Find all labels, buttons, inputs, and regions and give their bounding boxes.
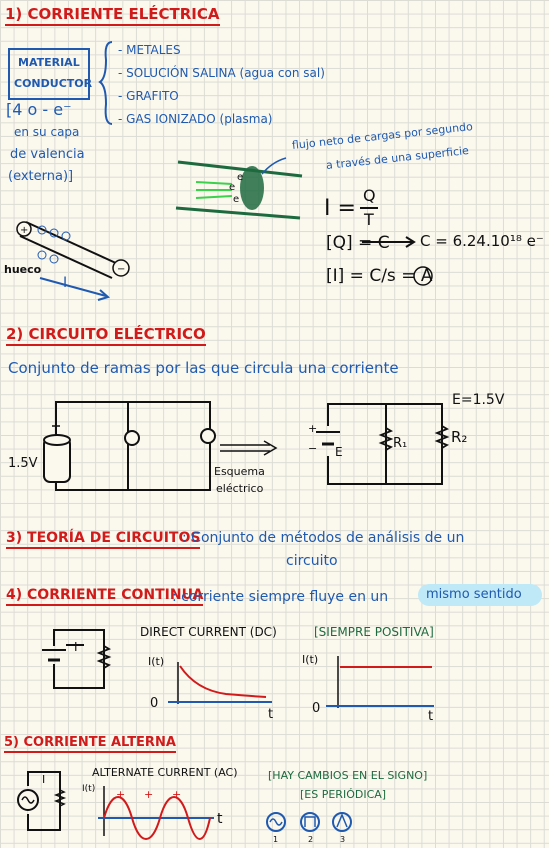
list-bracket xyxy=(98,41,113,125)
svg-text:+: + xyxy=(172,788,181,801)
formula-numerator: Q xyxy=(363,186,376,205)
svg-text:−: − xyxy=(308,442,317,455)
scheme-label: eléctrico xyxy=(216,482,264,495)
section-1-title: 1) CORRIENTE ELÉCTRICA xyxy=(5,7,220,26)
dc-axis-y: I(t) xyxy=(148,655,165,668)
dc-label: DIRECT CURRENT (DC) xyxy=(140,625,277,639)
ac-label: ALTERNATE CURRENT (AC) xyxy=(92,766,238,779)
formula-denominator: T xyxy=(364,210,374,229)
ac-note: [ES PERIÓDICA] xyxy=(300,788,387,801)
ac-current-label: I xyxy=(42,773,46,786)
hole-label: hueco xyxy=(4,263,42,276)
unit-charge: [Q] = C xyxy=(326,233,390,253)
valence-note: (externa)] xyxy=(8,169,74,184)
dc-axis-x: t xyxy=(268,707,274,722)
dc-origin: 0 xyxy=(150,696,159,711)
ac-circuit-drawing xyxy=(17,771,67,831)
schematic-circuit xyxy=(316,403,450,485)
section-5-title: 5) CORRIENTE ALTERNA xyxy=(4,736,176,753)
scheme-label: Esquema xyxy=(214,465,265,478)
fraction-bar xyxy=(360,207,378,209)
svg-text:−: − xyxy=(117,264,125,275)
valence-note: [4 o - e⁻ xyxy=(6,100,72,119)
dc-definition: : corriente siempre fluye en un xyxy=(172,589,389,605)
highlight-marker xyxy=(418,584,542,606)
electron-label: e xyxy=(229,182,235,193)
resistor-2-label: R₂ xyxy=(451,428,468,446)
dc-current-label: I xyxy=(74,640,78,654)
svg-text:+: + xyxy=(20,225,28,236)
valence-note: en su capa xyxy=(14,125,80,139)
svg-text:+: + xyxy=(308,422,317,435)
circuit-theory-definition: : Conjunto de métodos de análisis de un xyxy=(182,530,465,546)
circuit-definition: Conjunto de ramas por las que circula un… xyxy=(8,359,399,377)
electron-label: e xyxy=(233,194,239,205)
symbol-number: 3 xyxy=(340,835,346,844)
ac-symbols xyxy=(266,812,352,832)
dc-axis-y: I(t) xyxy=(302,653,319,666)
dc-circuit-drawing xyxy=(42,629,112,689)
electron-label: e xyxy=(237,172,243,183)
ac-axis-y: I(t) xyxy=(82,784,96,794)
battery-voltage: 1.5V xyxy=(8,456,38,471)
symbol-number: 1 xyxy=(273,835,279,844)
section-2-title: 2) CIRCUITO ELÉCTRICO xyxy=(6,327,206,346)
material-label: MATERIAL xyxy=(18,56,80,69)
material-conductor-box: MATERIAL CONDUCTOR xyxy=(8,48,93,100)
conductor-list-item: - GRAFITO xyxy=(118,89,179,103)
svg-text:+: + xyxy=(144,788,153,801)
ampere-circle xyxy=(413,266,433,286)
current-label: I xyxy=(63,275,68,291)
wire-electrons-icon: + − xyxy=(16,221,130,301)
ac-axis-x: t xyxy=(217,811,223,827)
section-4-title: 4) CORRIENTE CONTINUA xyxy=(6,588,204,606)
valence-note: de valencia xyxy=(10,147,85,162)
conductor-pipe-icon xyxy=(175,157,303,220)
resistor-1-label: R₁ xyxy=(393,436,408,451)
ac-sine-graph xyxy=(98,786,214,840)
svg-text:+: + xyxy=(116,788,125,801)
dc-origin: 0 xyxy=(312,701,321,716)
dc-constant-graph xyxy=(326,656,434,708)
formula-current: I = xyxy=(324,196,356,221)
dc-note: [SIEMPRE POSITIVA] xyxy=(314,625,434,639)
conductor-list-item: - SOLUCIÓN SALINA (agua con sal) xyxy=(118,66,325,80)
battery-icon xyxy=(52,422,60,436)
conductor-list-item: - GAS IONIZADO (plasma) xyxy=(118,112,273,126)
unit-current: [I] = C/s = A xyxy=(326,266,433,286)
circuit-theory-definition: circuito xyxy=(286,553,338,569)
circuit-drawing xyxy=(43,401,216,491)
section-3-title: 3) TEORÍA DE CIRCUITOS xyxy=(6,531,201,549)
dc-axis-x: t xyxy=(428,709,434,724)
dc-decay-graph xyxy=(168,662,272,704)
coulomb-value: C = 6.24.10¹⁸ e⁻ xyxy=(420,232,544,250)
symbol-number: 2 xyxy=(308,835,314,844)
dc-highlight: mismo sentido xyxy=(426,587,522,602)
conductor-label: CONDUCTOR xyxy=(14,77,93,90)
ac-note: [HAY CAMBIOS EN EL SIGNO] xyxy=(268,769,428,782)
source-value: E=1.5V xyxy=(452,392,505,408)
conductor-list-item: - METALES xyxy=(118,43,181,57)
source-label: E xyxy=(335,445,343,459)
